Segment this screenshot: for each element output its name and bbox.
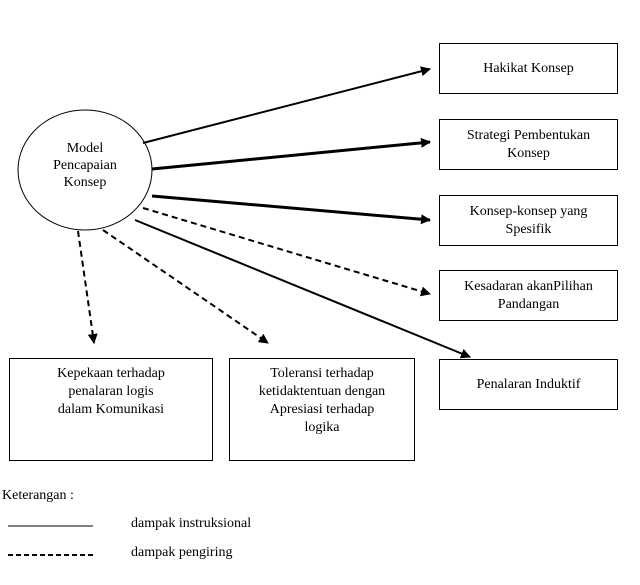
dashed-arrow-to-kepekaan <box>77 230 98 344</box>
legend-label-instruksional: dampak instruksional <box>131 516 252 531</box>
box-text: Hakikat Konsep <box>483 60 574 76</box>
box-text: Apresiasi terhadap <box>269 402 375 417</box>
box-text: Konsep-konsep yang <box>469 203 588 219</box>
box-text: logika <box>304 420 340 435</box>
arrow-to-konsep-spesifik <box>151 194 431 225</box>
box-text: Pandangan <box>497 296 560 312</box>
box-hakikat-konsep: Hakikat Konsep <box>439 43 618 94</box>
center-ellipse <box>17 109 153 231</box>
box-text: Strategi Pembentukan <box>466 127 591 143</box>
box-konsep-spesifik: Konsep-konsep yang Spesifik <box>439 195 618 246</box>
center-label: Model Pencapaian Konsep <box>20 140 150 191</box>
arrow-to-penalaran-induktif <box>134 219 471 359</box>
center-label-line: Konsep <box>63 175 107 190</box>
box-text: Penalaran Induktif <box>476 376 581 392</box>
arrow-to-strategi-pembentukan <box>151 137 431 171</box>
box-text: penalaran logis <box>68 384 154 399</box>
box-text: dalam Komunikasi <box>57 402 165 417</box>
legend-title: Keterangan : <box>2 488 74 503</box>
box-text: Toleransi terhadap <box>270 366 374 381</box>
box-text: Kepekaan terhadap <box>57 366 165 381</box>
box-text: ketidaktentuan dengan <box>258 384 386 399</box>
center-label-line: Model <box>66 141 104 156</box>
box-toleransi-ketidaktentuan: Toleransi terhadap ketidaktentuan dengan… <box>229 358 415 461</box>
arrow-to-hakikat-konsep <box>142 66 431 144</box>
box-kepekaan-penalaran: Kepekaan terhadap penalaran logis dalam … <box>9 358 213 461</box>
box-text: Spesifik <box>505 221 552 237</box>
box-text: Konsep <box>507 145 550 161</box>
center-label-line: Pencapaian <box>53 158 117 173</box>
box-kesadaran-pilihan: Kesadaran akanPilihan Pandangan <box>439 270 618 321</box>
dashed-arrow-to-toleransi <box>102 229 269 344</box>
legend-label-pengiring: dampak pengiring <box>131 545 233 560</box>
box-text: Kesadaran akanPilihan <box>464 278 593 294</box>
box-strategi-pembentukan-konsep: Strategi Pembentukan Konsep <box>439 119 618 170</box>
box-penalaran-induktif: Penalaran Induktif <box>439 359 618 410</box>
